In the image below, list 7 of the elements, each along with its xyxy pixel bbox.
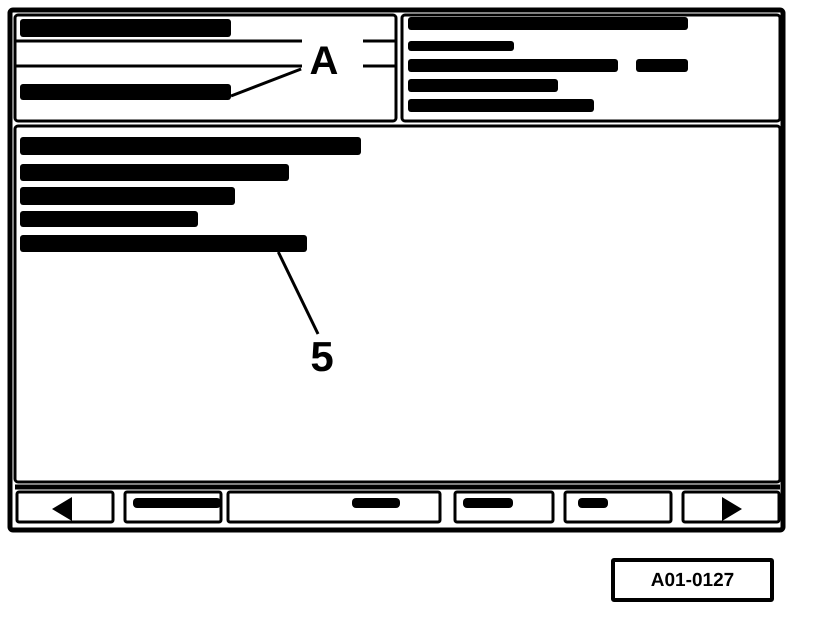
text-bar — [20, 235, 307, 252]
callout-number: 5 — [300, 334, 344, 380]
callout-letter: A — [298, 40, 350, 82]
text-bar — [20, 84, 231, 100]
leader-line — [230, 68, 302, 98]
leader-line — [276, 251, 320, 335]
figure-number: A01-0127 — [611, 558, 774, 602]
